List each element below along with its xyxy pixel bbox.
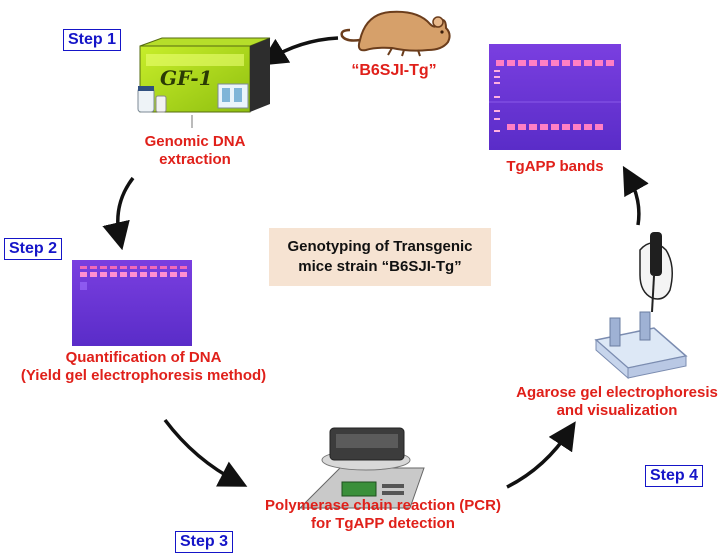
- kit-brand-text: GF-1: [160, 66, 213, 90]
- pcr-machine-illustration: [298, 427, 425, 509]
- center-title-box: Genotyping of Transgenic mice strain “B6…: [269, 228, 491, 286]
- arrow-step2-to-step3: [163, 418, 248, 487]
- agarose-label: Agarose gel electrophoresis and visualiz…: [512, 384, 722, 420]
- tgapp-bands-label: TgAPP bands: [506, 158, 604, 175]
- mouse-illustration: [340, 10, 451, 57]
- genomic-dna-label-line1: Genomic DNA: [144, 133, 246, 150]
- agarose-label-line1: Agarose gel electrophoresis: [516, 384, 718, 401]
- quantification-label-line1: Quantification of DNA: [65, 349, 222, 366]
- quantification-label: Quantification of DNA (Yield gel electro…: [16, 349, 271, 385]
- genomic-dna-label: Genomic DNA extraction: [120, 133, 270, 169]
- center-title-line1: Genotyping of Transgenic: [287, 238, 473, 255]
- pcr-label-line1: Polymerase chain reaction (PCR): [265, 497, 501, 514]
- center-title-line2: mice strain “B6SJI-Tg”: [298, 258, 462, 275]
- electrophoresis-apparatus-illustration: [594, 232, 688, 380]
- step-1-badge: Step 1: [63, 29, 122, 51]
- arrow-step3-to-step4: [506, 421, 576, 489]
- genomic-dna-label-line2: extraction: [159, 151, 231, 168]
- arrow-step1-to-step2: [102, 176, 135, 251]
- step-3-badge: Step 3: [175, 531, 234, 553]
- pcr-label: Polymerase chain reaction (PCR) for TgAP…: [258, 497, 508, 533]
- pcr-label-line2: for TgAPP detection: [311, 515, 455, 532]
- dna-kit-illustration: [137, 37, 271, 128]
- arrow-step4-to-bands: [622, 165, 649, 226]
- arrow-mouse-to-step1: [259, 36, 339, 66]
- mouse-strain-label: “B6SJI-Tg”: [351, 62, 437, 79]
- quantification-label-line2: (Yield gel electrophoresis method): [20, 367, 267, 384]
- tgapp-bands-gel-image: [489, 44, 621, 150]
- quantification-gel-image: [72, 260, 192, 346]
- step-4-badge: Step 4: [645, 465, 704, 487]
- step-2-badge: Step 2: [4, 238, 63, 260]
- agarose-label-line2: and visualization: [556, 402, 678, 419]
